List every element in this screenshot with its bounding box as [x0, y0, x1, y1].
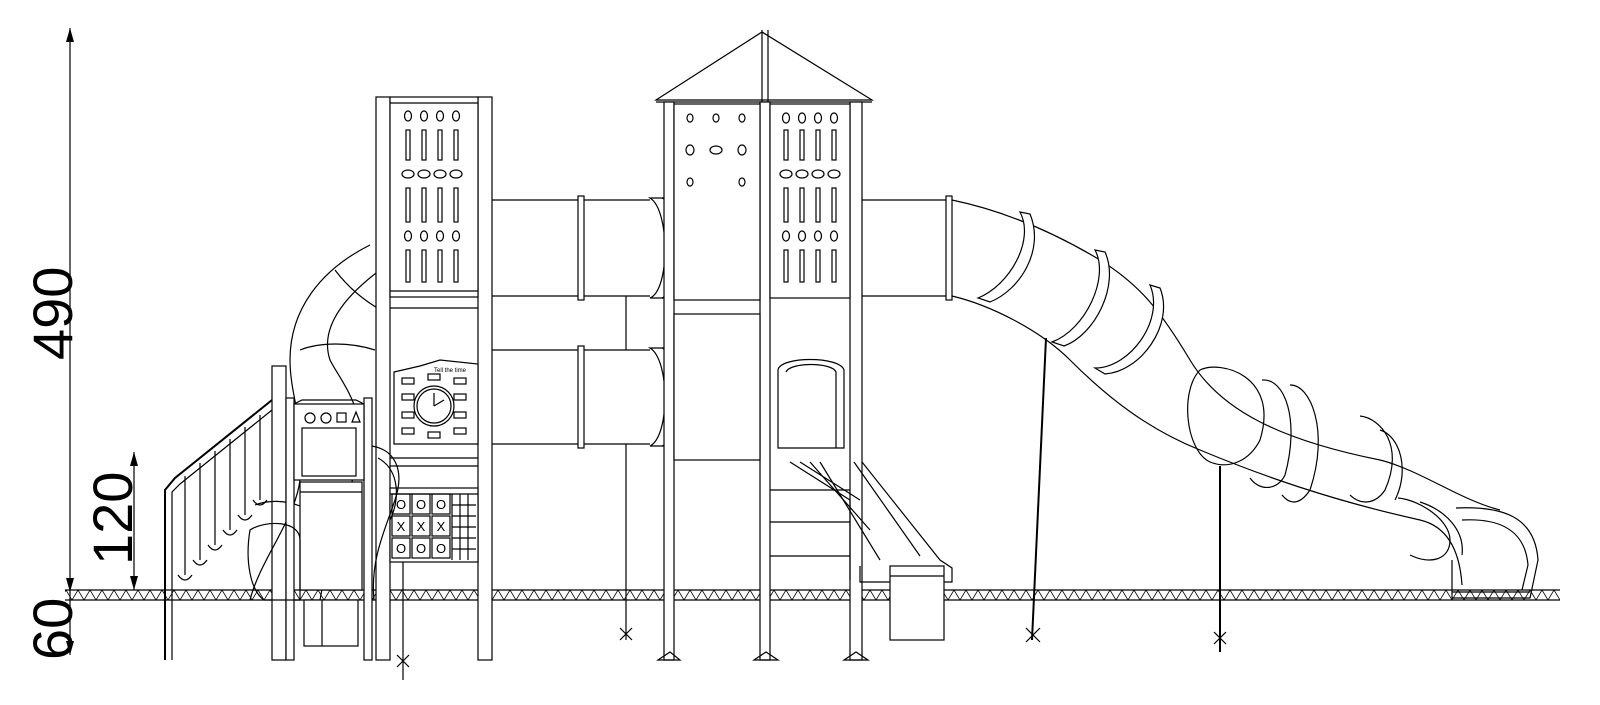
game-mark: O [436, 541, 446, 556]
straight-slide [853, 461, 953, 641]
dimension-label-60: 60 [21, 598, 84, 660]
dimension-label-120: 120 [81, 472, 144, 565]
game-mark: O [416, 497, 426, 512]
game-mark: O [396, 497, 406, 512]
right-tube-slide [862, 195, 1539, 652]
game-mark: O [436, 497, 446, 512]
stair-handrail [164, 365, 287, 661]
tic-tac-toe-panel: O O O X X X O O O [389, 487, 479, 680]
dimension-label-490: 490 [21, 267, 84, 360]
left-tower: Tell the time O O [375, 96, 493, 680]
entry-deck [285, 397, 373, 661]
left-lower-tube [247, 445, 400, 601]
shape-panel [301, 410, 361, 477]
clock-panel-title: Tell the time [434, 368, 467, 374]
clock-panel: Tell the time [393, 359, 479, 445]
game-mark: X [417, 519, 426, 534]
center-tower [653, 30, 875, 661]
rope-ladder [770, 461, 881, 580]
perforated-panel-upper [401, 110, 463, 283]
game-mark: X [437, 519, 446, 534]
dimension-overall-height: 490 [21, 28, 84, 592]
game-mark: O [396, 541, 406, 556]
dimension-foundation-depth: 60 [21, 592, 84, 660]
game-mark: X [397, 519, 406, 534]
dimension-platform-height: 120 [81, 452, 144, 590]
game-mark: O [416, 541, 426, 556]
